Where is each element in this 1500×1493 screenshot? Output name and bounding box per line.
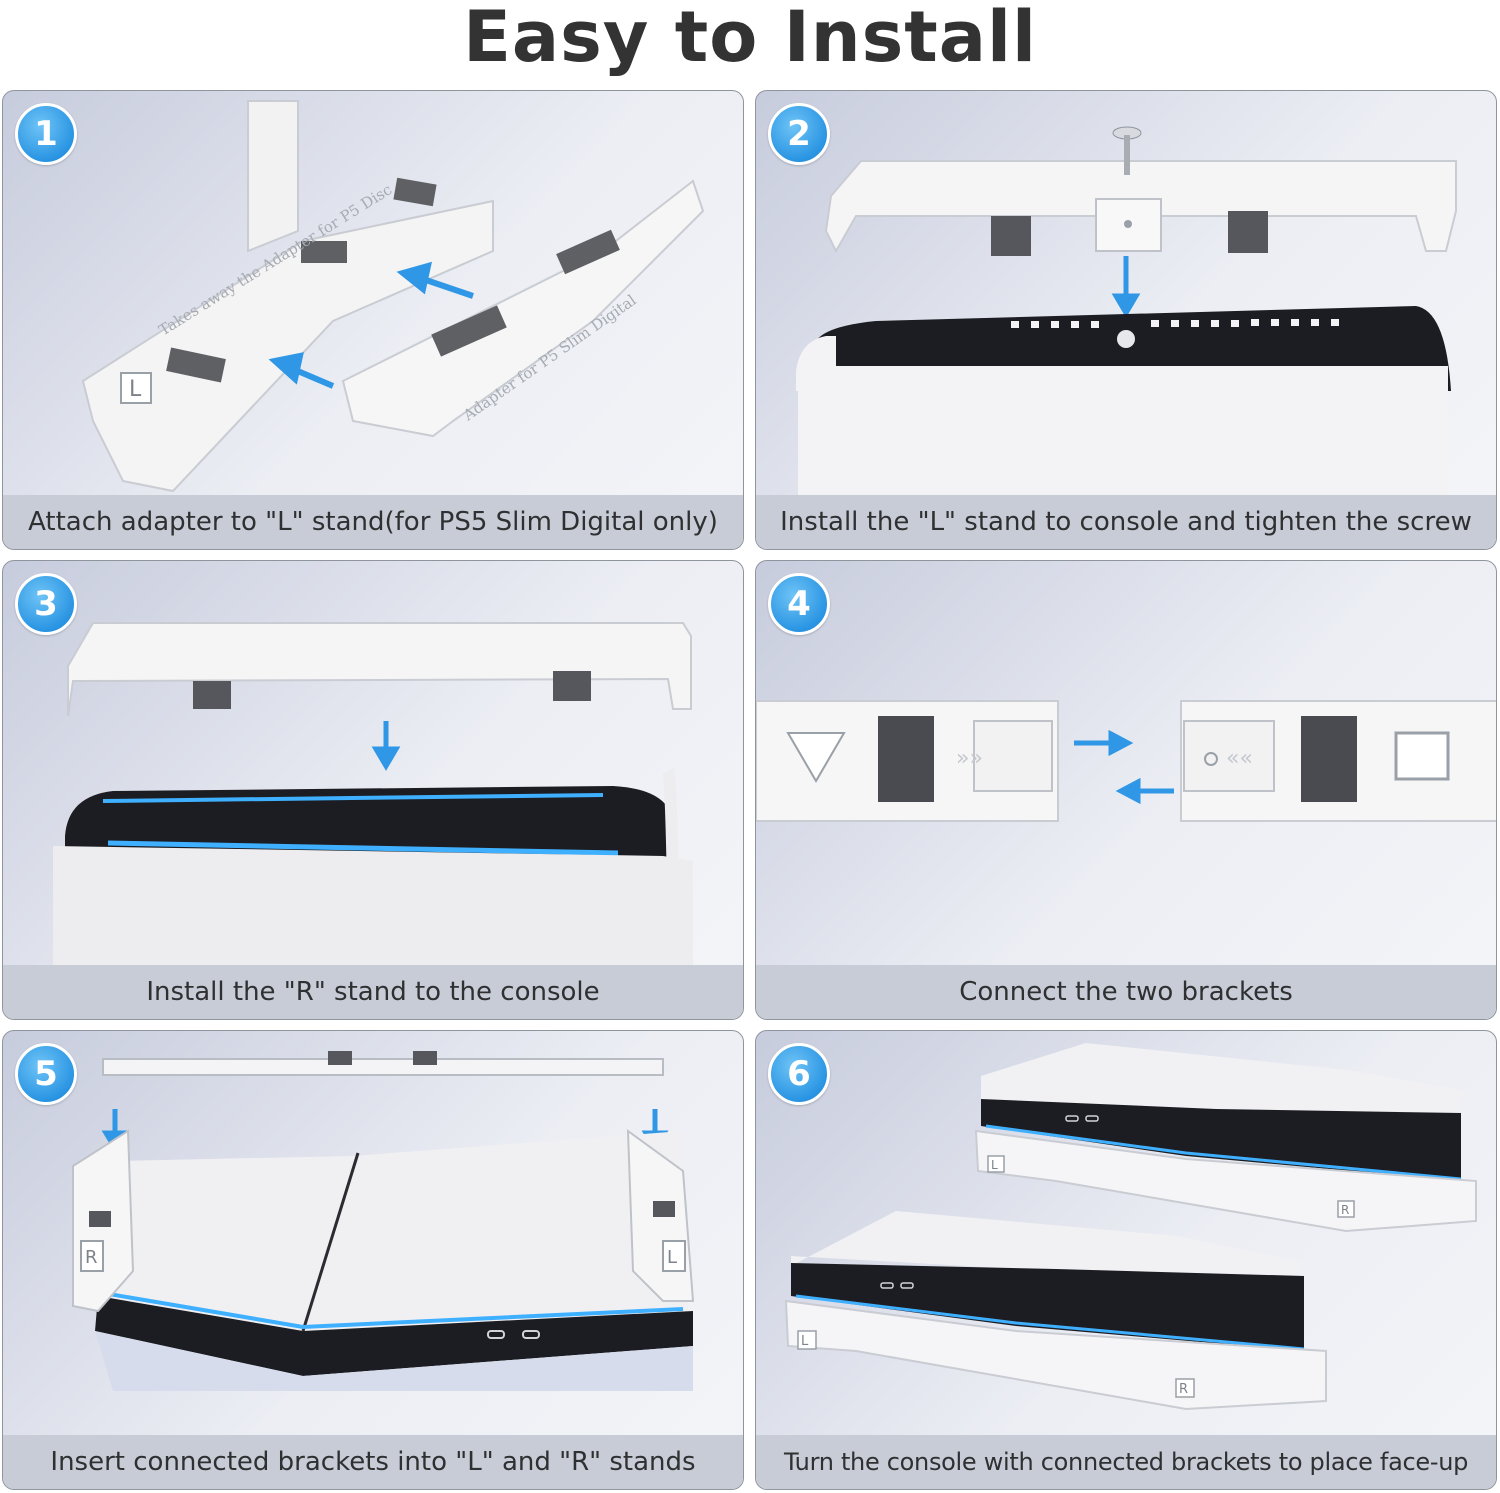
step-3-caption: Install the "R" stand to the console	[3, 965, 743, 1019]
page-title: Easy to Install	[463, 0, 1037, 78]
step-3-badge: 3	[15, 573, 77, 635]
step-2-panel: 2 Install the "L" stand to console and t…	[755, 90, 1497, 550]
step-5-badge: 5	[15, 1043, 77, 1105]
adapter-part: Adapter for P5 Slim Digital	[341, 179, 705, 438]
right-bracket: ««	[1180, 700, 1496, 822]
stand-letter-l: L	[129, 377, 142, 402]
step-6-caption: Turn the console with connected brackets…	[756, 1435, 1496, 1489]
stand-letter-r: R	[85, 1247, 98, 1268]
down-arrow-icon	[1111, 256, 1141, 318]
step-6-panel: L R L R 6 Turn the console with connecte…	[755, 1030, 1497, 1490]
step-4-illustration: »» ««	[756, 700, 1496, 822]
vent-slots	[1011, 319, 1339, 328]
insert-arrow-icon	[268, 261, 474, 389]
down-arrow-icon	[371, 721, 401, 771]
stand-letter-r: R	[1179, 1382, 1188, 1397]
r-stand-side: R	[72, 1129, 135, 1313]
stand-letter-l: L	[667, 1247, 677, 1268]
step-1-panel: L Takes away the Adapter for P5 Disc Ada…	[2, 90, 744, 550]
console-bottom: L R	[784, 1211, 1327, 1411]
stand-letter-r: R	[1341, 1203, 1349, 1217]
stand-letter-l: L	[991, 1158, 998, 1172]
svg-text:»»: »»	[956, 746, 983, 771]
step-3-illustration	[53, 622, 693, 966]
screw-icon	[1112, 126, 1142, 175]
l-stand-side: L	[626, 1128, 695, 1302]
stand-letter-l: L	[801, 1334, 809, 1349]
step-3-panel: 3 Install the "R" stand to the console	[2, 560, 744, 1020]
step-2-caption: Install the "L" stand to console and tig…	[756, 495, 1496, 549]
console-top: L R	[974, 1043, 1477, 1233]
step-1-illustration: L Takes away the Adapter for P5 Disc Ada…	[81, 100, 705, 493]
console-body	[53, 767, 693, 966]
l-stand-top	[824, 160, 1457, 256]
step-5-caption: Insert connected brackets into "L" and "…	[3, 1435, 743, 1489]
left-bracket: »»	[756, 700, 1059, 822]
step-4-badge: 4	[768, 573, 830, 635]
connect-arrow-icon	[1074, 729, 1174, 805]
step-2-badge: 2	[768, 103, 830, 165]
step-6-badge: 6	[768, 1043, 830, 1105]
step-5-panel: R L 5 Insert connected brackets into "L"…	[2, 1030, 744, 1490]
step-4-caption: Connect the two brackets	[756, 965, 1496, 1019]
step-1-caption: Attach adapter to "L" stand(for PS5 Slim…	[3, 495, 743, 549]
step-2-illustration	[796, 126, 1457, 496]
step-4-panel: »» «« 4 Connect the two brackets	[755, 560, 1497, 1020]
r-stand-top	[67, 622, 692, 717]
step-1-badge: 1	[15, 103, 77, 165]
console-body	[796, 306, 1451, 496]
step-5-illustration: R L	[72, 1051, 695, 1391]
svg-text:««: ««	[1226, 746, 1253, 771]
connected-brackets	[102, 1051, 664, 1076]
console-body	[95, 1131, 693, 1391]
step-6-illustration: L R L R	[784, 1043, 1477, 1411]
